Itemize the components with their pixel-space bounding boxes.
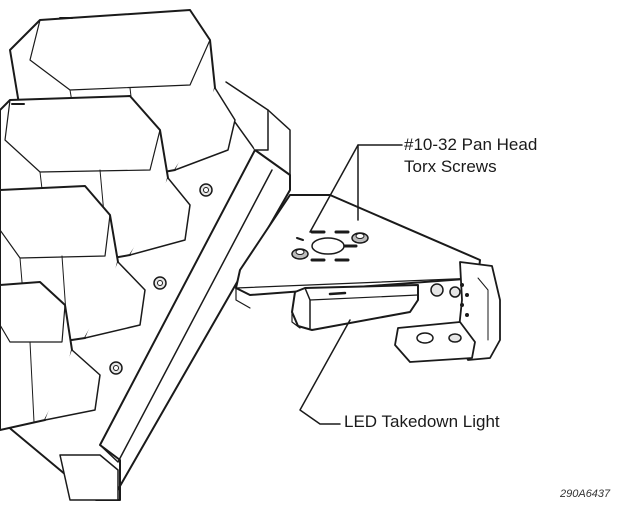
screws-callout-line2: Torx Screws bbox=[404, 157, 497, 176]
screws-callout: #10-32 Pan Head Torx Screws bbox=[404, 134, 537, 178]
callout-leaders bbox=[299, 144, 403, 425]
charger-cup-4 bbox=[0, 281, 101, 431]
charger-base bbox=[0, 81, 291, 501]
screws-leader-left bbox=[309, 144, 359, 233]
led-leader bbox=[299, 319, 351, 425]
figure-id: 290A6437 bbox=[560, 488, 611, 500]
torx-screw-right bbox=[351, 232, 369, 244]
mounting-bracket bbox=[235, 194, 501, 363]
torx-screw-left bbox=[291, 248, 309, 260]
screws-callout-line1: #10-32 Pan Head bbox=[404, 135, 538, 154]
screws-leader bbox=[357, 144, 403, 221]
led-callout: LED Takedown Light bbox=[344, 412, 500, 431]
led-takedown-light bbox=[291, 284, 419, 331]
